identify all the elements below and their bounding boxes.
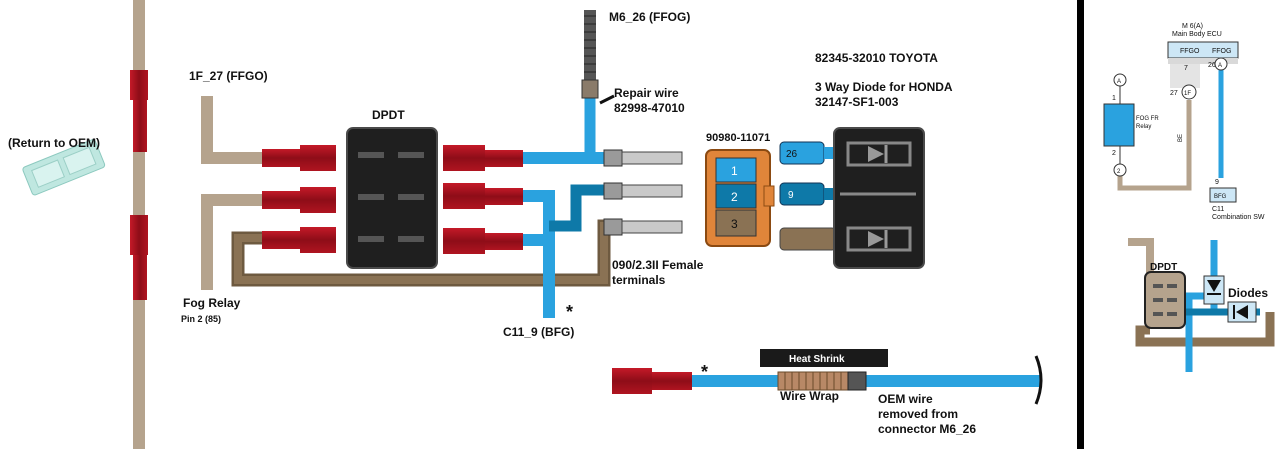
orange-connector (705, 149, 775, 247)
oem-wire-label-1: OEM wire (878, 392, 933, 406)
diode-module (833, 127, 925, 269)
tan-wire-fog-relay (201, 194, 268, 290)
ecu-pin-7: 7 (1184, 65, 1188, 72)
relay-text-1: FOG FR (1136, 116, 1159, 122)
fuse-tap-wire (130, 0, 148, 449)
diode-leads (779, 141, 838, 251)
mini-dpdt-diagram (1128, 238, 1275, 372)
oem-wire-label-2: removed from (878, 407, 958, 421)
diode-part-label-1: 82345-32010 TOYOTA (815, 51, 938, 65)
ecu-ffog: FFOG (1212, 48, 1231, 55)
return-oem-label: (Return to OEM) (8, 136, 100, 150)
female-term-label-1: 090/2.3II Female (612, 258, 704, 272)
female-term-label-2: terminals (612, 273, 666, 287)
ecu-pin-26: 26 (1208, 62, 1216, 69)
diode-part-label-2: 3 Way Diode for HONDA (815, 80, 953, 94)
diodes-label: Diodes (1228, 286, 1268, 300)
ecu-schematic (1103, 41, 1239, 203)
relay-circle-2: 2 (1117, 169, 1121, 175)
dpdt-left-terminals (262, 145, 336, 253)
connector-pin-3: 3 (731, 217, 738, 231)
dpdt-switch (346, 127, 438, 269)
ecu-ffgo: FFGO (1180, 48, 1200, 55)
dpdt-label: DPDT (372, 108, 405, 122)
heat-shrink-assembly (612, 355, 1043, 405)
relay-pin-2: 2 (1112, 150, 1116, 157)
mini-dpdt-label: DPDT (1150, 262, 1177, 273)
diode-pin-9: 9 (788, 190, 794, 201)
c11-label: C11 (1212, 206, 1224, 213)
ecu-1f: 1F (1184, 91, 1191, 97)
heat-shrink-tag (760, 349, 888, 367)
wire-9: 9 (1215, 179, 1219, 186)
tan-wire-1f27 (201, 96, 268, 164)
fog-relay-label-2: Pin 2 (85) (181, 314, 221, 324)
ecu-title: M 6(A) (1182, 23, 1203, 30)
diode-part-label-3: 32147-SF1-003 (815, 95, 899, 109)
heat-shrink-label: Heat Shrink (789, 354, 845, 365)
repair-wire-label-2: 82998-47010 (614, 101, 685, 115)
panel-divider (1077, 0, 1084, 449)
connector-pin-1: 1 (731, 164, 738, 178)
wire-be: BE (1178, 134, 1184, 142)
wire-bfg: BFG (1214, 194, 1227, 200)
c11-9-label: C11_9 (BFG) (503, 325, 574, 339)
oem-wire-label-3: connector M6_26 (878, 422, 976, 436)
ecu-sub: Main Body ECU (1172, 31, 1222, 38)
asterisk-2: * (701, 362, 708, 382)
pin-1f27-label: 1F_27 (FFGO) (189, 69, 268, 83)
ecu-pin-27: 27 (1170, 90, 1178, 97)
wire-wrap-label: Wire Wrap (780, 389, 839, 403)
dpdt-right-terminals (443, 145, 523, 254)
ecu-a: A (1218, 63, 1222, 69)
relay-pin-1: 1 (1112, 95, 1116, 102)
relay-circle-a: A (1117, 79, 1121, 85)
fuse-icon (22, 139, 106, 196)
m6-26-label: M6_26 (FFOG) (609, 10, 690, 24)
conn-part-label: 90980-11071 (706, 132, 770, 144)
connector-pin-2: 2 (731, 190, 738, 204)
relay-text-2: Relay (1136, 124, 1151, 130)
m6-26-wire (581, 10, 615, 105)
fog-relay-label-1: Fog Relay (183, 296, 241, 310)
asterisk-1: * (566, 302, 573, 322)
female-terminals (603, 149, 683, 236)
c11-sub: Combination SW (1212, 214, 1265, 221)
repair-wire-label-1: Repair wire (614, 86, 679, 100)
diode-pin-26: 26 (786, 149, 798, 160)
